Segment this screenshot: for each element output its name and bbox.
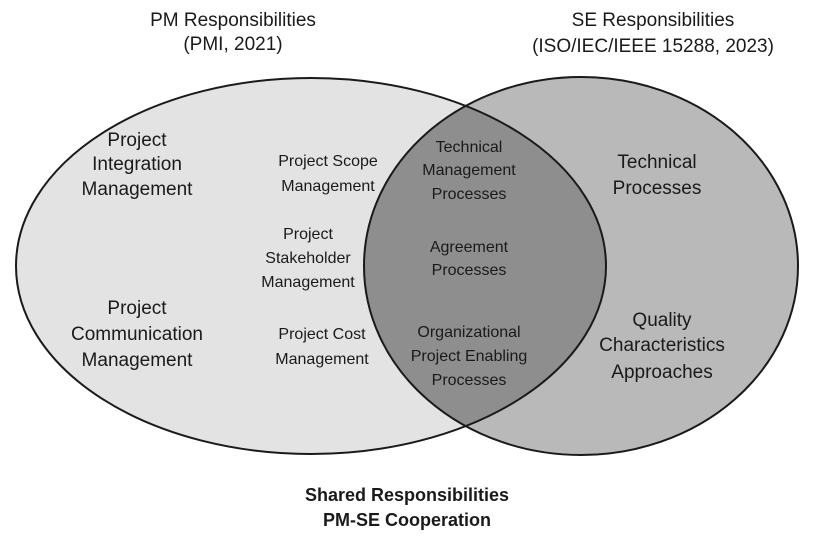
shared-technical-management-processes: Technical Management Processes — [422, 139, 516, 203]
pm-header-source: (PMI, 2021) — [183, 34, 282, 55]
svg-text:Organizational: Organizational — [417, 324, 520, 341]
shared-project-scope-management: Project Scope Management — [278, 153, 378, 195]
footer-shared-responsibilities: Shared Responsibilities — [305, 485, 509, 505]
pm-header-title: PM Responsibilities — [150, 10, 316, 31]
svg-text:Management: Management — [82, 179, 194, 200]
svg-text:Project: Project — [283, 226, 333, 243]
svg-text:Approaches: Approaches — [611, 362, 712, 383]
pm-communication-management: Project Communication Management — [71, 298, 203, 371]
svg-text:Processes: Processes — [613, 178, 702, 199]
footer-pm-se-cooperation: PM-SE Cooperation — [323, 510, 491, 530]
svg-text:Quality: Quality — [632, 310, 692, 331]
shared-agreement-processes: Agreement Processes — [430, 239, 509, 279]
shared-project-cost-management: Project Cost Management — [275, 326, 369, 368]
svg-text:Project: Project — [107, 130, 167, 151]
svg-text:Management: Management — [281, 178, 375, 195]
se-technical-processes: Technical Processes — [613, 152, 702, 199]
se-header-title: SE Responsibilities — [572, 10, 735, 31]
svg-text:Processes: Processes — [432, 262, 507, 279]
shared-project-stakeholder-management: Project Stakeholder Management — [261, 226, 355, 291]
svg-text:Stakeholder: Stakeholder — [265, 250, 351, 267]
svg-text:Technical: Technical — [436, 139, 503, 156]
svg-text:Management: Management — [261, 274, 355, 291]
svg-text:Management: Management — [275, 351, 369, 368]
svg-text:Integration: Integration — [92, 154, 182, 175]
overlap-region — [364, 78, 606, 454]
svg-text:Management: Management — [422, 162, 516, 179]
svg-text:Processes: Processes — [432, 372, 507, 389]
svg-text:Agreement: Agreement — [430, 239, 509, 256]
svg-text:Processes: Processes — [432, 186, 507, 203]
svg-text:Project Cost: Project Cost — [278, 326, 366, 343]
svg-text:Characteristics: Characteristics — [599, 335, 725, 356]
svg-text:Project: Project — [107, 298, 167, 319]
se-quality-characteristics-approaches: Quality Characteristics Approaches — [599, 310, 725, 383]
svg-text:Project Enabling: Project Enabling — [411, 348, 528, 365]
shared-organizational-project-enabling-processes: Organizational Project Enabling Processe… — [411, 324, 528, 389]
svg-text:Communication: Communication — [71, 324, 203, 345]
pm-circle-outline — [15, 77, 607, 455]
pm-integration-management: Project Integration Management — [82, 130, 194, 200]
svg-text:Technical: Technical — [617, 152, 696, 173]
svg-text:Project Scope: Project Scope — [278, 153, 378, 170]
se-header-source: (ISO/IEC/IEEE 15288, 2023) — [532, 36, 774, 57]
se-circle-outline — [363, 76, 799, 456]
svg-text:Management: Management — [82, 350, 194, 371]
